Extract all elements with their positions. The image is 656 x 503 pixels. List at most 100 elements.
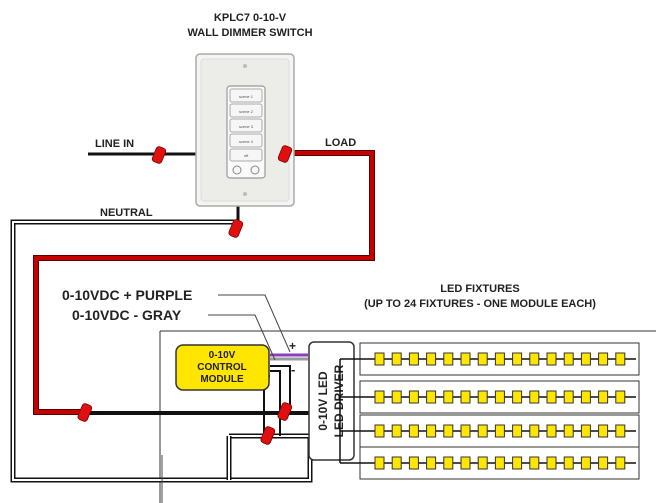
led-module: [460, 390, 471, 404]
keypad-button-3[interactable]: scene 3: [229, 118, 263, 133]
led-module: [598, 390, 609, 404]
module-label-line3: MODULE: [200, 374, 244, 385]
driver-neutral-connector: [260, 426, 276, 445]
fixtures-title-line2: (UP TO 24 FIXTURES - ONE MODULE EACH): [364, 298, 596, 310]
keypad-button-3-label: scene 3: [239, 124, 254, 129]
led-module: [580, 456, 591, 470]
led-module: [598, 352, 609, 366]
gray-leader-line: [208, 314, 276, 361]
led-module: [563, 456, 574, 470]
control-module: 0-10V CONTROL MODULE: [175, 344, 270, 391]
led-module: [477, 456, 488, 470]
line-in-connector: [151, 146, 167, 164]
led-module: [580, 352, 591, 366]
driver-label-line1: 0-10V LED: [316, 371, 330, 431]
power-icon[interactable]: [250, 165, 260, 175]
neutral-wire: [10, 206, 313, 483]
led-module: [563, 424, 574, 438]
led-module: [408, 390, 419, 404]
minus-gray-label: 0-10VDC - GRAY: [72, 307, 182, 323]
led-module: [598, 456, 609, 470]
led-module: [477, 424, 488, 438]
keypad-button-2[interactable]: scene 2: [229, 103, 263, 118]
led-module: [477, 390, 488, 404]
load-connector: [277, 145, 293, 163]
led-module: [460, 456, 471, 470]
driver-neutral-wire: [226, 433, 320, 480]
led-module: [408, 352, 419, 366]
led-module: [512, 424, 523, 438]
load-label: LOAD: [325, 137, 356, 149]
driver-label-line2: LED DRIVER: [332, 364, 346, 437]
led-module: [494, 424, 505, 438]
keypad-button-4[interactable]: scene 4: [229, 133, 263, 148]
led-module: [512, 352, 523, 366]
led-module: [374, 424, 385, 438]
led-module: [391, 456, 402, 470]
led-module: [615, 456, 626, 470]
led-module: [563, 390, 574, 404]
led-module: [580, 390, 591, 404]
switch-title-line1: KPLC7 0-10-V: [214, 12, 287, 24]
led-module: [529, 456, 540, 470]
led-module: [374, 352, 385, 366]
led-module: [443, 352, 454, 366]
neutral-label: NEUTRAL: [100, 207, 153, 219]
wall-switch: scene 1 scene 2 scene 3 scene 4 off: [195, 53, 295, 207]
neutral-connector: [228, 219, 244, 238]
led-module: [443, 456, 454, 470]
led-module: [374, 456, 385, 470]
led-module: [529, 424, 540, 438]
led-module: [598, 424, 609, 438]
raise-icon[interactable]: [232, 165, 242, 175]
led-module: [563, 352, 574, 366]
led-module: [512, 390, 523, 404]
led-fixtures: [339, 342, 640, 480]
load-wire: [33, 150, 375, 415]
led-module: [408, 424, 419, 438]
fixtures-title-line1: LED FIXTURES: [440, 283, 519, 295]
led-module: [546, 390, 557, 404]
plus-purple-label: 0-10VDC + PURPLE: [62, 287, 192, 303]
led-module: [529, 352, 540, 366]
led-module: [615, 352, 626, 366]
led-module: [426, 424, 437, 438]
led-module: [494, 352, 505, 366]
led-module: [477, 352, 488, 366]
led-module: [443, 424, 454, 438]
led-module: [408, 456, 419, 470]
driver-feed-connector: [277, 402, 293, 421]
led-module: [443, 390, 454, 404]
led-module: [580, 424, 591, 438]
plus-sign: +: [289, 339, 296, 353]
led-module: [426, 390, 437, 404]
module-label-line1: 0-10V: [209, 350, 236, 361]
led-module: [615, 424, 626, 438]
module-driver-wires: [263, 353, 308, 436]
led-module: [460, 424, 471, 438]
purple-leader-line: [218, 294, 291, 353]
keypad-button-1[interactable]: scene 1: [229, 88, 263, 103]
feed-connector: [77, 403, 93, 422]
led-module: [529, 390, 540, 404]
keypad-button-off[interactable]: off: [229, 148, 263, 162]
led-module: [494, 390, 505, 404]
led-module: [615, 390, 626, 404]
led-module: [391, 390, 402, 404]
led-module: [374, 390, 385, 404]
led-module: [494, 456, 505, 470]
keypad-button-1-label: scene 1: [239, 94, 254, 99]
led-module: [426, 352, 437, 366]
led-module: [426, 456, 437, 470]
led-module: [391, 352, 402, 366]
switch-title-line2: WALL DIMMER SWITCH: [187, 27, 312, 39]
led-module: [512, 456, 523, 470]
led-module: [546, 424, 557, 438]
keypad-button-off-label: off: [244, 153, 249, 158]
led-module: [546, 352, 557, 366]
module-label-line2: CONTROL: [197, 362, 246, 373]
keypad-button-2-label: scene 2: [239, 109, 254, 114]
keypad-button-4-label: scene 4: [239, 139, 254, 144]
led-module: [391, 424, 402, 438]
